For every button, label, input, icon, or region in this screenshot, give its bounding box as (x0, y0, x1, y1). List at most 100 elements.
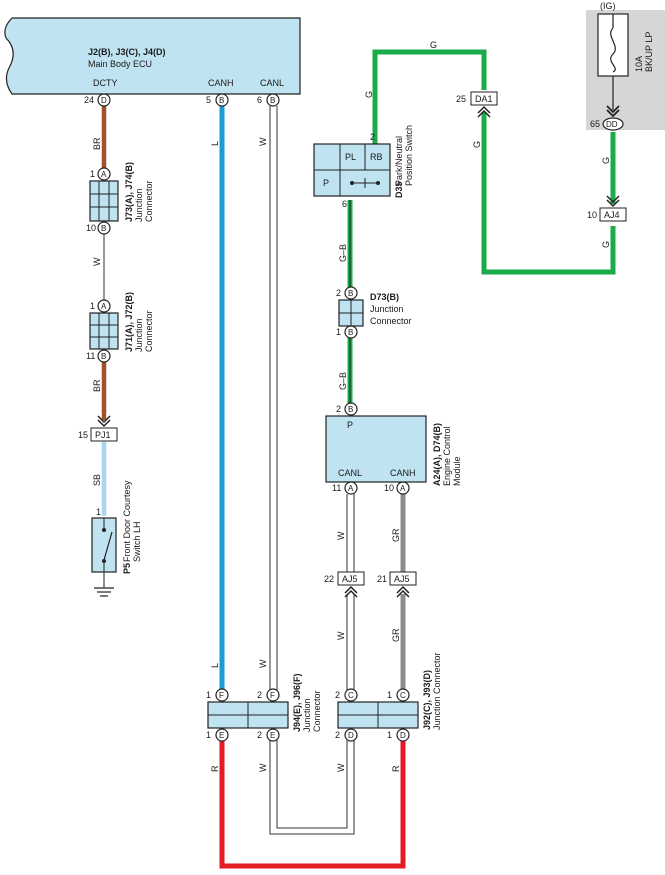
da1-arrow-2 (477, 109, 491, 118)
j73-name2: Connector (144, 180, 154, 222)
wire-label-g-top: G (430, 40, 437, 50)
wire-label-w-ecm2: W (336, 631, 346, 640)
wire-label-br1: BR (92, 137, 102, 150)
wire-w-j94-j92-loop-inner (276, 740, 348, 829)
j73-code: J73(A), J74(B) (124, 162, 134, 222)
wire-g-da1-aj4 (481, 112, 616, 275)
j73-pin-top-num: 1 (90, 169, 95, 179)
j71-code: J71(A), J72(B) (124, 292, 134, 352)
da1-label: DA1 (475, 94, 493, 104)
ecm-name2: Module (452, 456, 462, 486)
aj4-label: AJ4 (604, 210, 620, 220)
wire-label-g-right2: G (601, 241, 611, 248)
pj1-arrow-1 (97, 415, 111, 424)
d35-pin-bot: 6 (342, 199, 347, 209)
pj1-box (90, 427, 118, 442)
aj5-right-box (389, 571, 417, 586)
wire-label-w-bot: W (258, 659, 268, 668)
ecu-pin-canl-circle (266, 93, 280, 107)
ecm-pin-canl-circle (344, 481, 358, 495)
d35-term-pl: PL (345, 152, 356, 162)
j94-pin1-bot-num: 1 (206, 730, 211, 740)
j73-pin-bot-num: 10 (86, 223, 96, 233)
fuse-arrow-1 (606, 105, 620, 114)
ecu-pin-canl-conn: B (270, 96, 275, 105)
wire-label-g-mid: G (472, 141, 482, 148)
j94-pin2-bot-circle (266, 728, 280, 742)
fuse-element-icon (610, 27, 616, 73)
wire-label-g-right1: G (601, 157, 611, 164)
ecu-term-canh: CANH (208, 78, 234, 88)
j94-pin2-bot-num: 2 (257, 730, 262, 740)
ecm-term-canl: CANL (338, 468, 362, 478)
j73-body (89, 180, 119, 222)
da1-pin: 25 (456, 94, 466, 104)
j94-pin2-top-num: 2 (257, 690, 262, 700)
ecu-term-canl: CANL (260, 78, 284, 88)
ecm-pin-p-num: 2 (336, 404, 341, 414)
fuse-arrow-2 (606, 109, 620, 118)
j94-pin1-bot-circle (215, 728, 229, 742)
ecm-term-canh: CANH (390, 468, 416, 478)
aj4-arrow-2 (606, 199, 620, 208)
j92-pin2-top-circle (396, 688, 410, 702)
p5-name1: Front Door Courtesy (122, 480, 132, 562)
wire-label-gb1: G–B (338, 244, 348, 262)
j92-pin2-top-num: 1 (387, 690, 392, 700)
wire-label-br2: BR (92, 379, 102, 392)
ecu-pin-canl-num: 6 (257, 95, 262, 105)
j92-pin1-bot-num: 2 (335, 730, 340, 740)
ecm-code: A24(A), D74(B) (432, 423, 442, 486)
fuse-dd-conn: DD (606, 120, 618, 129)
p5-pin: 1 (96, 507, 101, 517)
j73-pin-bot-circle (97, 221, 111, 235)
j71-pin-bot-conn: B (101, 352, 106, 361)
wire-label-gb2: G–B (338, 372, 348, 390)
ecm-body (325, 415, 427, 483)
j73-pin-top-conn: A (101, 170, 107, 179)
j71-pin-top-num: 1 (90, 301, 95, 311)
d35-name1: Park/Neutral (394, 136, 404, 186)
wire-label-l-top: L (210, 141, 220, 146)
wire-label-gr1: GR (391, 528, 401, 542)
wire-g-d35-da1 (372, 49, 487, 144)
j94-pin2-top-circle (266, 688, 280, 702)
main-body-ecu-box (4, 17, 301, 95)
pj1-label: PJ1 (95, 430, 111, 440)
j73-pin-top-circle (97, 167, 111, 181)
d73-pin-bot-num: 1 (336, 327, 341, 337)
ecm-pin-p-conn: B (348, 405, 353, 414)
j92-pin1-bot-circle (344, 728, 358, 742)
wire-label-w1: W (92, 257, 102, 266)
p5-switch-blade (103, 531, 113, 561)
j92-pin1-top-conn: C (348, 691, 354, 700)
j94-pin1-top-circle (215, 688, 229, 702)
ecu-pin-canh-num: 5 (206, 95, 211, 105)
ecm-term-p: P (347, 420, 353, 430)
aj5-left-pin: 22 (324, 574, 334, 584)
ecu-pin-dcty-circle (97, 93, 111, 107)
j71-pin-bot-circle (97, 349, 111, 363)
d35-code: D35 (394, 181, 404, 198)
wire-label-l-bot: L (210, 663, 220, 668)
aj5-right-pin: 21 (377, 574, 387, 584)
d35-term-rb: RB (370, 152, 383, 162)
d73-code: D73(B) (370, 292, 399, 302)
d73-name1: Junction (370, 304, 404, 314)
wire-label-r-left: R (210, 765, 220, 772)
j92-pin1-top-num: 2 (335, 690, 340, 700)
pj1-arrow-2 (97, 419, 111, 428)
j92-name1: Junction Connector (432, 652, 442, 730)
ecu-term-dcty: DCTY (93, 78, 118, 88)
aj5-left-label: AJ5 (342, 574, 358, 584)
wire-label-sb: SB (92, 474, 102, 486)
aj5-right-label: AJ5 (394, 574, 410, 584)
aj5-right-arrow-1 (396, 585, 410, 594)
ecm-pin-canl-num: 11 (332, 483, 341, 493)
j92-pin1-top-circle (344, 688, 358, 702)
j94-pin1-bot-conn: E (219, 731, 224, 740)
j92-pin2-top-conn: C (400, 691, 406, 700)
d73-pin-top-circle (344, 286, 358, 300)
wire-label-w-ecm1: W (336, 531, 346, 540)
